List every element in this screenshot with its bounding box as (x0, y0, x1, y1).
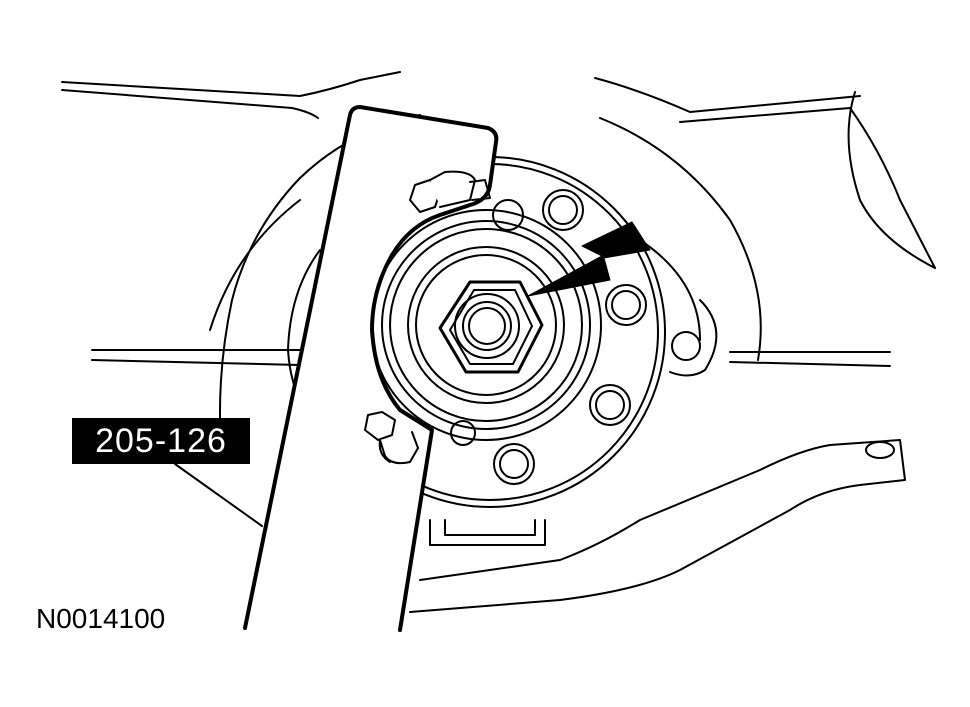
figure-id: N0014100 (36, 603, 166, 634)
lower-arm (410, 300, 905, 612)
axle-nut (440, 282, 542, 372)
holding-tool-205-126 (245, 107, 496, 630)
tool-bolt-upper (410, 172, 490, 212)
callout-leader-line (175, 464, 262, 526)
tool-bolt-lower (365, 412, 418, 463)
lug-holes (451, 190, 646, 484)
tool-callout-label: 205-126 (72, 418, 250, 464)
indicator-arrow (528, 222, 650, 296)
